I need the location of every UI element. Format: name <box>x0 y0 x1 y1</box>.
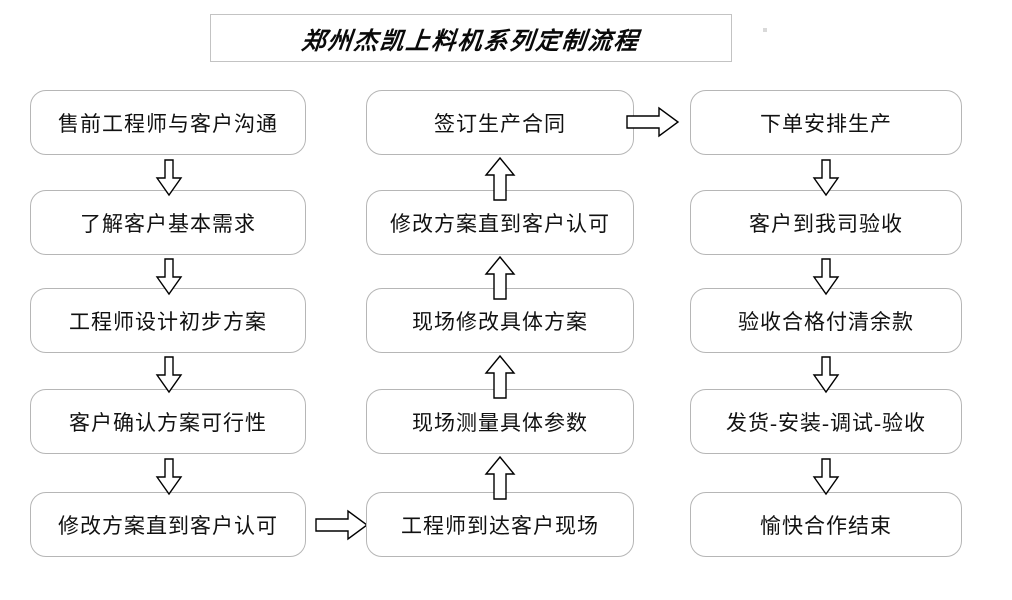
process-node-label: 了解客户基本需求 <box>80 211 256 236</box>
process-node-n5[interactable]: 修改方案直到客户认可 <box>30 492 306 557</box>
stray-mark <box>763 28 767 32</box>
diagram-title-box: 郑州杰凯上料机系列定制流程 <box>210 14 732 62</box>
arrow-down-icon <box>811 457 841 497</box>
process-node-label: 现场修改具体方案 <box>412 309 588 334</box>
arrow-up-icon <box>483 353 517 401</box>
process-node-n10[interactable]: 工程师到达客户现场 <box>366 492 634 557</box>
arrow-down-icon <box>811 355 841 395</box>
process-node-label: 售前工程师与客户沟通 <box>58 111 278 136</box>
process-node-label: 愉快合作结束 <box>760 513 892 538</box>
arrow-up-icon <box>483 155 517 203</box>
process-node-label: 修改方案直到客户认可 <box>58 513 278 538</box>
process-node-label: 发货-安装-调试-验收 <box>726 410 926 435</box>
process-node-n15[interactable]: 愉快合作结束 <box>690 492 962 557</box>
process-node-label: 工程师到达客户现场 <box>401 513 599 538</box>
process-node-n14[interactable]: 发货-安装-调试-验收 <box>690 389 962 454</box>
process-node-label: 修改方案直到客户认可 <box>390 211 610 236</box>
arrow-down-icon <box>154 257 184 297</box>
arrow-up-icon <box>483 254 517 302</box>
arrow-up-icon <box>483 454 517 502</box>
process-node-n12[interactable]: 客户到我司验收 <box>690 190 962 255</box>
process-node-label: 下单安排生产 <box>760 111 892 136</box>
process-node-n4[interactable]: 客户确认方案可行性 <box>30 389 306 454</box>
diagram-title: 郑州杰凯上料机系列定制流程 <box>300 28 641 55</box>
arrow-down-icon <box>154 355 184 395</box>
process-node-label: 客户到我司验收 <box>749 211 903 236</box>
process-node-label: 现场测量具体参数 <box>412 410 588 435</box>
process-node-n6[interactable]: 签订生产合同 <box>366 90 634 155</box>
process-node-n2[interactable]: 了解客户基本需求 <box>30 190 306 255</box>
process-node-n1[interactable]: 售前工程师与客户沟通 <box>30 90 306 155</box>
process-node-label: 客户确认方案可行性 <box>69 410 267 435</box>
process-node-label: 工程师设计初步方案 <box>69 309 267 334</box>
arrow-right-icon <box>625 105 681 139</box>
process-node-label: 签订生产合同 <box>434 111 566 136</box>
process-node-n3[interactable]: 工程师设计初步方案 <box>30 288 306 353</box>
process-node-n13[interactable]: 验收合格付清余款 <box>690 288 962 353</box>
arrow-down-icon <box>811 158 841 198</box>
arrow-right-icon <box>314 508 370 542</box>
process-node-n7[interactable]: 修改方案直到客户认可 <box>366 190 634 255</box>
arrow-down-icon <box>154 457 184 497</box>
process-node-label: 验收合格付清余款 <box>738 309 914 334</box>
process-node-n9[interactable]: 现场测量具体参数 <box>366 389 634 454</box>
arrow-down-icon <box>811 257 841 297</box>
arrow-down-icon <box>154 158 184 198</box>
process-node-n11[interactable]: 下单安排生产 <box>690 90 962 155</box>
